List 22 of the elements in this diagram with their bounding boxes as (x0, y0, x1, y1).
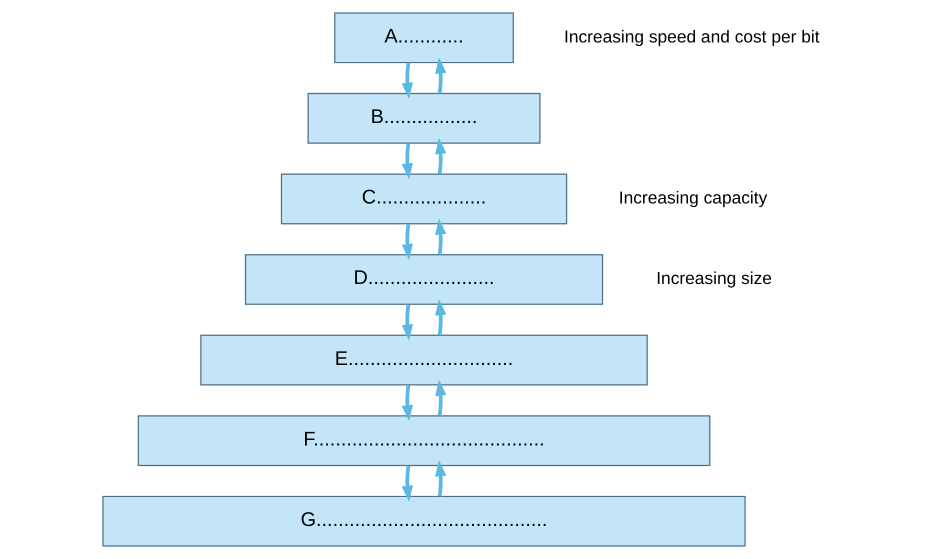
arrow (401, 224, 412, 260)
arrow (434, 138, 446, 174)
arrow (401, 384, 412, 422)
arrow (434, 218, 446, 255)
arrow (434, 380, 446, 416)
node-box: D....................... (244, 254, 603, 305)
node-box: A............ (334, 12, 514, 64)
node-box: G.......................................... (102, 496, 746, 547)
node-box: E.............................. (200, 334, 648, 386)
arrow (434, 460, 446, 497)
arrow (434, 298, 446, 336)
label: Increasing size (656, 268, 772, 288)
arrow (401, 304, 412, 341)
node-box: B................. (307, 92, 540, 144)
arrow (401, 143, 412, 180)
label: Increasing speed and cost per bit (564, 26, 820, 46)
node-box: C.................... (280, 174, 567, 224)
arrow (401, 465, 412, 502)
arrow (434, 57, 446, 94)
arrow (401, 62, 412, 99)
label: Increasing capacity (618, 188, 767, 208)
node-box: F.......................................... (137, 415, 710, 466)
